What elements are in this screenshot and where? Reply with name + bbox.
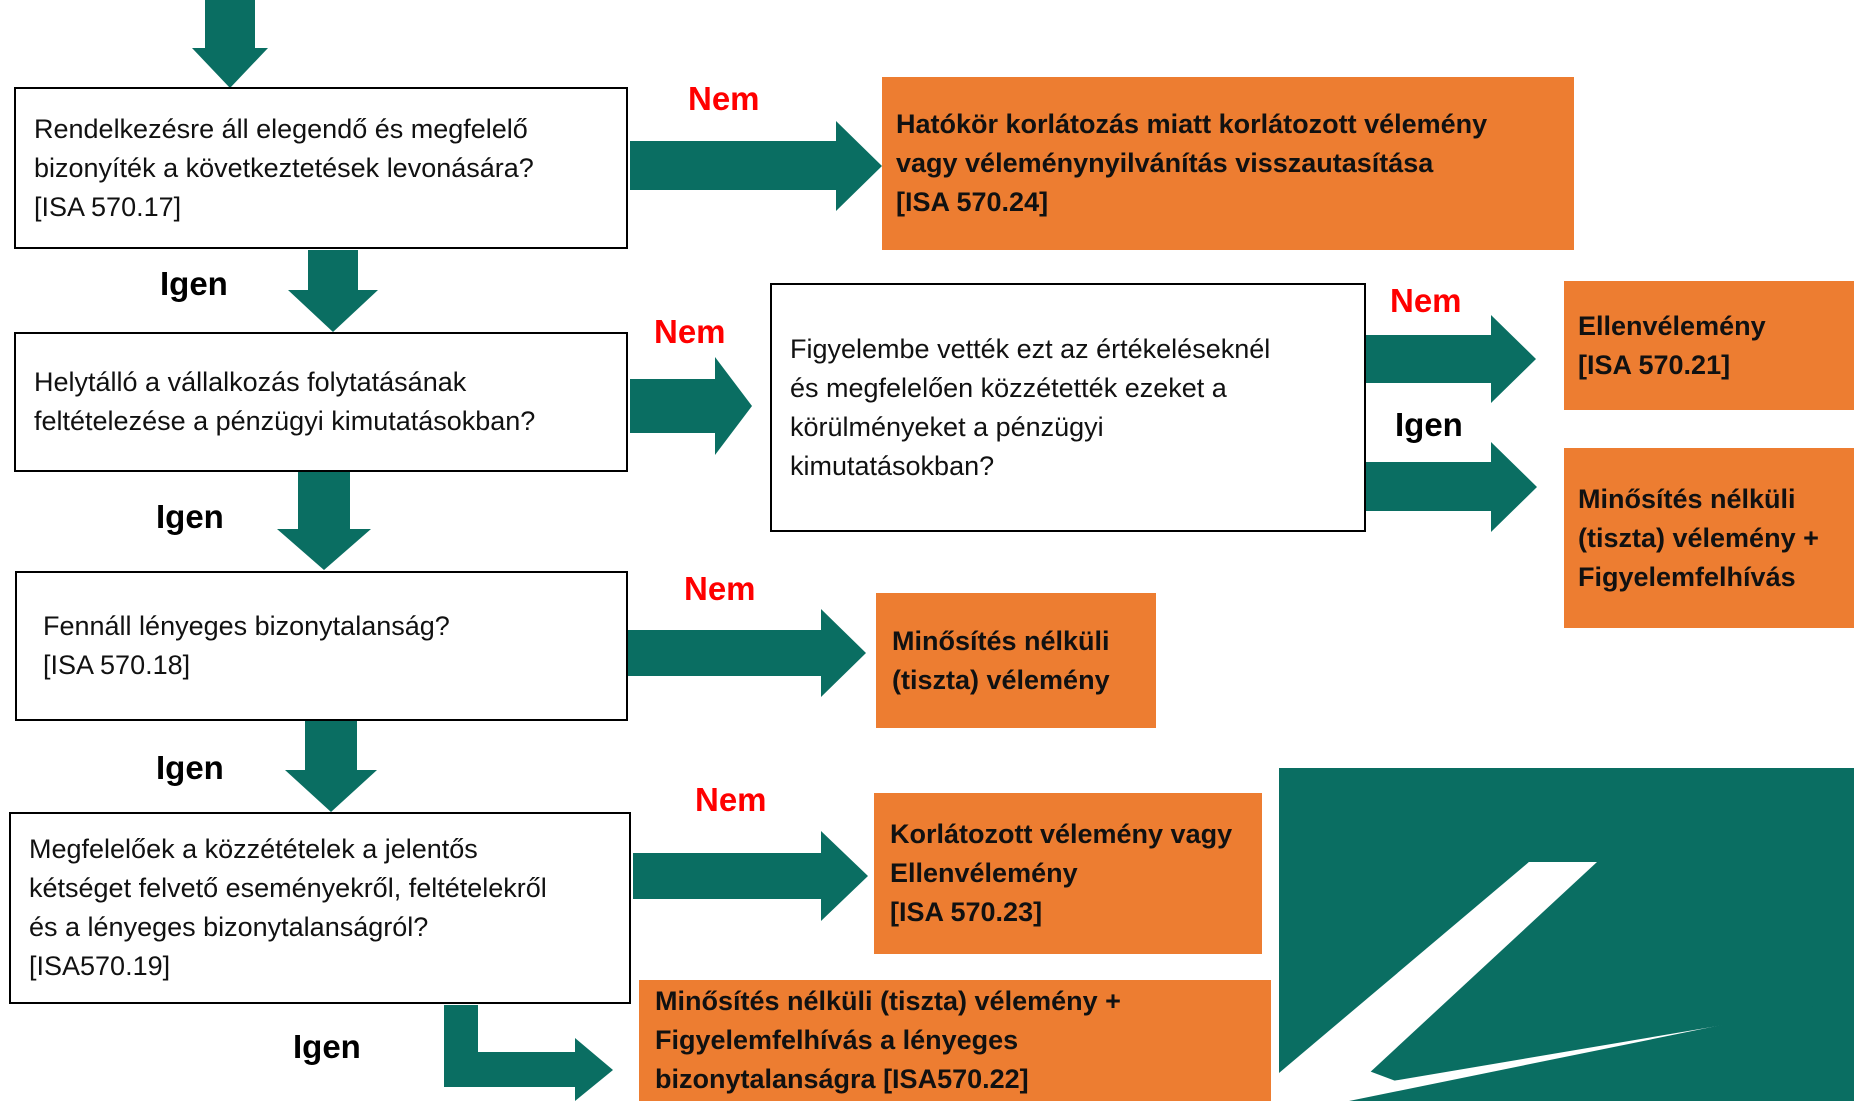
outcome-box-scope-limitation: Hatókör korlátozás miatt korlátozott vél…: [882, 77, 1574, 250]
down-arrow-q1-q2: [288, 250, 378, 332]
question-box-material-uncertainty: Fennáll lényeges bizonytalanság? [ISA 57…: [15, 571, 628, 721]
label-no: Nem: [1390, 282, 1462, 319]
right-arrow-q3-o2: [1366, 315, 1536, 403]
question-box-adequate-disclosures: Megfelelőek a közzétételek a jelentős ké…: [9, 812, 631, 1004]
outcome-text: Minősítés nélküli (tiszta) vélemény: [892, 625, 1110, 695]
logo-k-icon: [1279, 768, 1854, 1101]
label-no: Nem: [695, 781, 767, 818]
right-arrow-q5-o5: [633, 831, 868, 921]
label-yes: Igen: [156, 498, 224, 535]
outcome-box-qualified-or-adverse: Korlátozott vélemény vagy Ellenvélemény …: [874, 793, 1262, 954]
outcome-text: Korlátozott vélemény vagy Ellenvélemény …: [890, 819, 1233, 927]
right-arrow-q3-o3: [1366, 442, 1537, 532]
outcome-box-unmodified-with-emphasis: Minősítés nélküli (tiszta) vélemény + Fi…: [1564, 448, 1854, 628]
label-no: Nem: [684, 570, 756, 607]
right-arrow-q1-o1: [630, 121, 882, 211]
question-box-considered-disclosed: Figyelembe vették ezt az értékeléseknél …: [770, 283, 1366, 532]
outcome-text: Ellenvélemény [ISA 570.21]: [1578, 310, 1766, 380]
question-box-going-concern: Helytálló a vállalkozás folytatásának fe…: [14, 332, 628, 472]
question-text: Megfelelőek a közzétételek a jelentős ké…: [29, 834, 547, 981]
outcome-text: Minősítés nélküli (tiszta) vélemény + Fi…: [1578, 483, 1819, 592]
outcome-text: Minősítés nélküli (tiszta) vélemény + Fi…: [655, 986, 1121, 1094]
right-arrow-q4-o4: [628, 609, 866, 697]
entry-down-arrow: [192, 0, 268, 88]
question-text: Figyelembe vették ezt az értékeléseknél …: [790, 333, 1271, 481]
label-yes: Igen: [156, 749, 224, 786]
outcome-box-adverse-opinion: Ellenvélemény [ISA 570.21]: [1564, 281, 1854, 410]
question-box-sufficient-evidence: Rendelkezésre áll elegendő és megfelelő …: [14, 87, 628, 249]
outcome-text: Hatókör korlátozás miatt korlátozott vél…: [896, 109, 1488, 217]
label-yes: Igen: [1395, 406, 1463, 443]
l-arrow-q5-o6: [444, 1005, 613, 1101]
label-yes: Igen: [160, 265, 228, 302]
right-arrow-q2-q3: [630, 357, 752, 455]
label-no: Nem: [688, 80, 760, 117]
outcome-box-unmodified-emphasis-uncertainty: Minősítés nélküli (tiszta) vélemény + Fi…: [639, 980, 1271, 1101]
question-text: Fennáll lényeges bizonytalanság? [ISA 57…: [43, 611, 450, 680]
question-text: Rendelkezésre áll elegendő és megfelelő …: [34, 113, 534, 222]
label-yes: Igen: [293, 1028, 361, 1065]
down-arrow-q2-q4: [277, 472, 371, 570]
label-no: Nem: [654, 313, 726, 350]
question-text: Helytálló a vállalkozás folytatásának fe…: [34, 367, 536, 436]
outcome-box-unmodified-opinion: Minősítés nélküli (tiszta) vélemény: [876, 593, 1156, 728]
down-arrow-q4-q5: [285, 721, 377, 812]
